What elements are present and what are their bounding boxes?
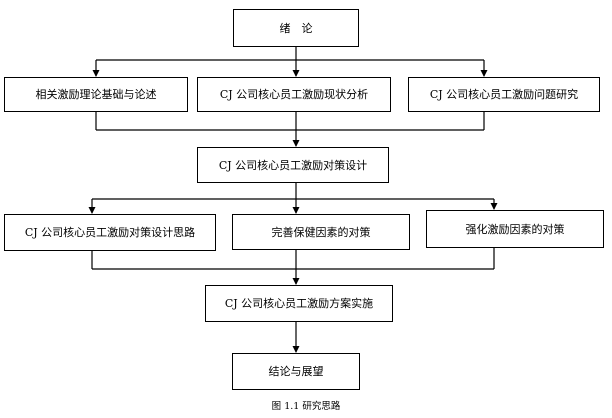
node-design-ideas: CJ 公司核心员工激励对策设计思路: [4, 214, 216, 251]
node-hygiene-factors: 完善保健因素的对策: [232, 214, 410, 250]
node-motivation-factors: 强化激励因素的对策: [426, 210, 604, 248]
figure-caption: 图 1.1 研究思路: [271, 401, 341, 412]
node-theory-basis: 相关激励理论基础与论述: [4, 77, 188, 112]
node-conclusion-outlook: 结论与展望: [232, 353, 360, 390]
node-current-status-analysis: CJ 公司核心员工激励现状分析: [197, 77, 391, 112]
node-introduction: 绪 论: [233, 9, 359, 47]
node-problem-research: CJ 公司核心员工激励问题研究: [408, 77, 600, 112]
node-plan-implementation: CJ 公司核心员工激励方案实施: [205, 285, 393, 322]
node-countermeasure-design: CJ 公司核心员工激励对策设计: [197, 147, 389, 183]
